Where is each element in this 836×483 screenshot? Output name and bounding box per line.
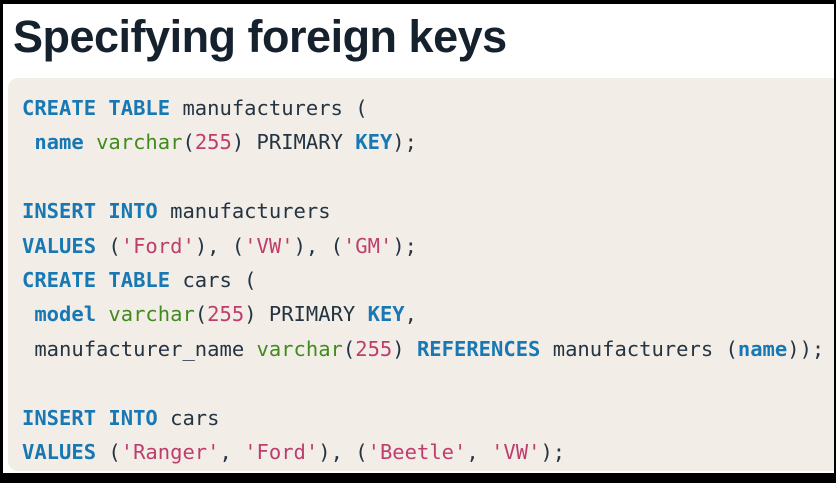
code-token-str: 'GM' <box>342 233 393 258</box>
code-token-pl: cars <box>157 405 220 430</box>
code-token-kw: CREATE TABLE <box>22 268 171 293</box>
code-token-pl: ) PRIMARY <box>244 302 368 327</box>
code-line: INSERT INTO manufacturers <box>22 194 834 228</box>
code-token-pl: , <box>219 440 245 465</box>
sql-code: CREATE TABLE manufacturers ( name varcha… <box>8 78 834 469</box>
code-block: CREATE TABLE manufacturers ( name varcha… <box>8 78 834 471</box>
code-token-ty: varchar <box>256 336 343 361</box>
code-token-pl: ), ( <box>293 233 343 258</box>
code-line: model varchar(255) PRIMARY KEY, <box>22 297 834 331</box>
code-token-pl: cars ( <box>170 268 257 293</box>
code-token-pl: ( <box>96 440 121 465</box>
code-token-pl <box>22 130 34 154</box>
code-token-pl: manufacturers ( <box>540 336 738 361</box>
code-line: name varchar(255) PRIMARY KEY); <box>22 125 834 159</box>
page-title: Specifying foreign keys <box>13 11 507 62</box>
code-token-pl: manufacturers <box>157 199 331 224</box>
code-token-kw: name <box>34 130 84 155</box>
code-token-num: 255 <box>194 130 232 155</box>
code-token-pl: manufacturers ( <box>170 96 368 120</box>
code-token-kw: VALUES <box>22 440 97 465</box>
code-line: VALUES ('Ranger', 'Ford'), ('Beetle', 'V… <box>22 435 834 469</box>
code-line: CREATE TABLE manufacturers ( <box>22 91 834 125</box>
code-token-str: 'Ford' <box>244 440 319 465</box>
code-token-kw: model <box>34 302 97 327</box>
code-token-ty: varchar <box>96 130 183 155</box>
code-token-pl: ) <box>392 336 417 361</box>
code-token-kw: CREATE TABLE <box>22 96 171 120</box>
code-line <box>22 366 834 400</box>
code-token-kw: VALUES <box>22 233 97 258</box>
code-token-str: 'Ranger' <box>120 440 220 465</box>
code-token-pl: ( <box>194 302 208 327</box>
code-line <box>22 160 834 194</box>
code-token-num: 255 <box>207 302 245 327</box>
code-token-pl: ); <box>392 130 417 155</box>
code-line: INSERT INTO cars <box>22 401 834 435</box>
code-token-pl <box>96 302 108 326</box>
code-token-pl: ) PRIMARY <box>231 130 356 155</box>
code-token-str: 'Beetle' <box>367 440 467 465</box>
code-token-pl: , <box>466 440 492 465</box>
code-token-str: 'VW' <box>491 440 541 465</box>
code-line: CREATE TABLE cars ( <box>22 263 834 297</box>
code-token-kw: INSERT INTO <box>22 405 158 430</box>
code-token-pl: ); <box>540 440 566 465</box>
code-token-pl <box>22 302 34 326</box>
slide-page: Specifying foreign keys CREATE TABLE man… <box>3 4 834 473</box>
code-token-kw: KEY <box>367 302 405 327</box>
code-token-kw: KEY <box>355 130 393 155</box>
code-token-kw: name <box>737 336 788 361</box>
code-token-str: 'Ford' <box>120 233 195 258</box>
code-token-pl: ( <box>182 130 195 155</box>
code-token-str: 'VW' <box>244 233 294 258</box>
code-token-pl: ( <box>96 233 121 258</box>
code-token-num: 255 <box>355 336 393 361</box>
code-token-pl: , <box>404 302 417 327</box>
code-token-pl: ( <box>342 336 356 361</box>
code-token-kw: REFERENCES <box>416 336 541 361</box>
code-token-pl: ), ( <box>194 233 245 258</box>
code-token-ty: varchar <box>108 302 195 327</box>
code-token-pl <box>84 130 96 154</box>
code-line: VALUES ('Ford'), ('VW'), ('GM'); <box>22 229 834 263</box>
code-token-kw: INSERT INTO <box>22 199 158 224</box>
code-line: manufacturer_name varchar(255) REFERENCE… <box>22 332 834 366</box>
code-token-pl: ); <box>392 233 417 258</box>
code-token-pl: ), ( <box>318 440 368 465</box>
code-token-pl: )); <box>787 336 825 361</box>
code-token-pl: manufacturer_name <box>22 336 257 361</box>
